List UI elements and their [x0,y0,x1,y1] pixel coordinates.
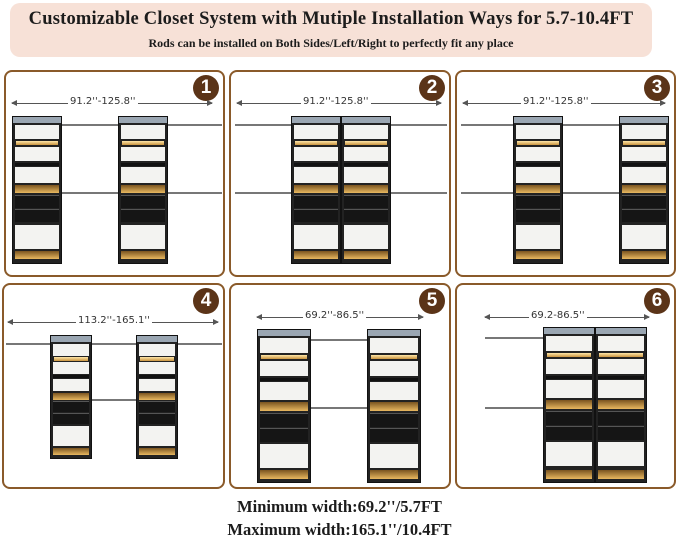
hanging-rod [178,343,222,345]
option-number-badge: 1 [193,75,219,101]
dimension-label: 69.2''-86.5'' [303,310,367,321]
dimension-label: 91.2''-125.8'' [521,96,591,107]
page-subtitle: Rods can be installed on Both Sides/Left… [148,36,514,50]
hanging-rod [391,192,447,194]
header-banner: Customizable Closet System with Mutiple … [10,3,652,57]
dimension-label: 113.2''-165.1'' [76,315,152,326]
hanging-rod [311,407,367,409]
hanging-rod [62,124,118,126]
closet-tower [50,335,92,459]
closet-tower [136,335,178,459]
dimension-label: 91.2''-125.8'' [68,96,138,107]
closet-tower [619,116,669,264]
hanging-rod [563,124,619,126]
installation-option-6: 6 69.2-86.5'' [455,283,676,489]
hanging-rod [391,124,447,126]
closet-tower [595,327,647,483]
hanging-rod [235,192,291,194]
hanging-rod [92,343,136,345]
installation-option-2: 2 91.2''-125.8'' [229,70,451,277]
page-title: Customizable Closet System with Mutiple … [28,9,634,29]
closet-tower [543,327,595,483]
hanging-rod [461,192,513,194]
hanging-rod [168,124,222,126]
closet-tower [291,116,341,264]
option-number-badge: 3 [644,75,670,101]
closet-tower [341,116,391,264]
dimension-label: 69.2-86.5'' [529,310,587,321]
dimension-label: 91.2''-125.8'' [301,96,371,107]
installation-option-1: 1 91.2''-125.8'' [4,70,225,277]
hanging-rod [563,192,619,194]
hanging-rod [235,124,291,126]
closet-tower [12,116,62,264]
hanging-rod [168,192,222,194]
option-number-badge: 6 [644,288,670,314]
installation-option-4: 4 113.2''-165.1'' [2,283,225,489]
hanging-rod [92,399,136,401]
hanging-rod [311,339,367,341]
closet-tower [118,116,168,264]
closet-tower [257,329,311,483]
option-number-badge: 2 [419,75,445,101]
closet-tower [513,116,563,264]
hanging-rod [62,192,118,194]
option-number-badge: 5 [419,288,445,314]
minimum-width-text: Minimum width:69.2''/5.7FT [237,497,442,516]
hanging-rod [461,124,513,126]
hanging-rod [485,337,543,339]
installation-option-5: 5 69.2''-86.5'' [229,283,451,489]
installation-option-3: 3 91.2''-125.8'' [455,70,676,277]
hanging-rod [485,407,543,409]
closet-tower [367,329,421,483]
option-number-badge: 4 [193,288,219,314]
maximum-width-text: Maximum width:165.1''/10.4FT [227,520,452,539]
hanging-rod [6,343,50,345]
